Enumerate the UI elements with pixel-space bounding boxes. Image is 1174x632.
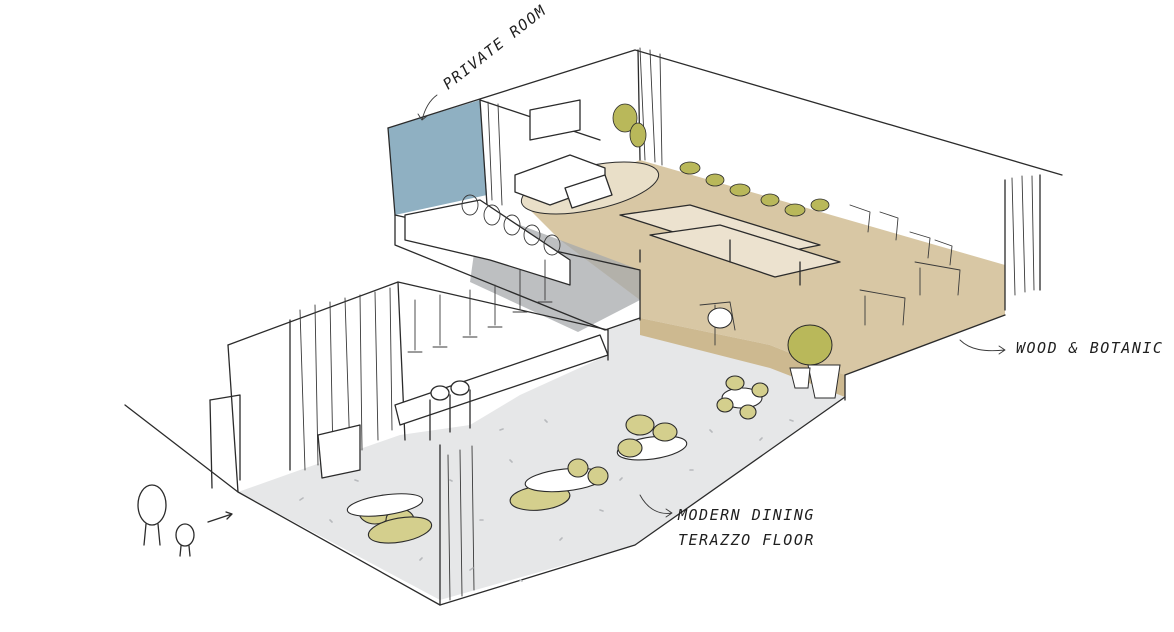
people-figures [137,484,233,557]
bar-stools [461,194,561,256]
wood-botanic-label: WOOD & BOTANIC [1016,339,1163,357]
private-room-label: PRIVATE ROOM [439,1,550,93]
lounge-furniture [514,99,613,209]
private-room-wall [388,100,487,215]
communal-tables [619,204,841,286]
bar-counter [317,199,609,479]
dining-sofas [346,375,769,544]
deck-chair-seat [707,307,733,329]
terrazzo-floor-label: TERAZZO FLOOR [678,531,815,549]
terrazzo-speckles [299,419,794,582]
pendant-lights [407,259,553,353]
modern-dining-label: MODERN DINING [677,506,815,524]
annotation-arrows [417,94,1006,518]
wood-deck-edge [640,318,845,397]
potted-plants [787,324,841,399]
hanging-plants [612,103,830,217]
